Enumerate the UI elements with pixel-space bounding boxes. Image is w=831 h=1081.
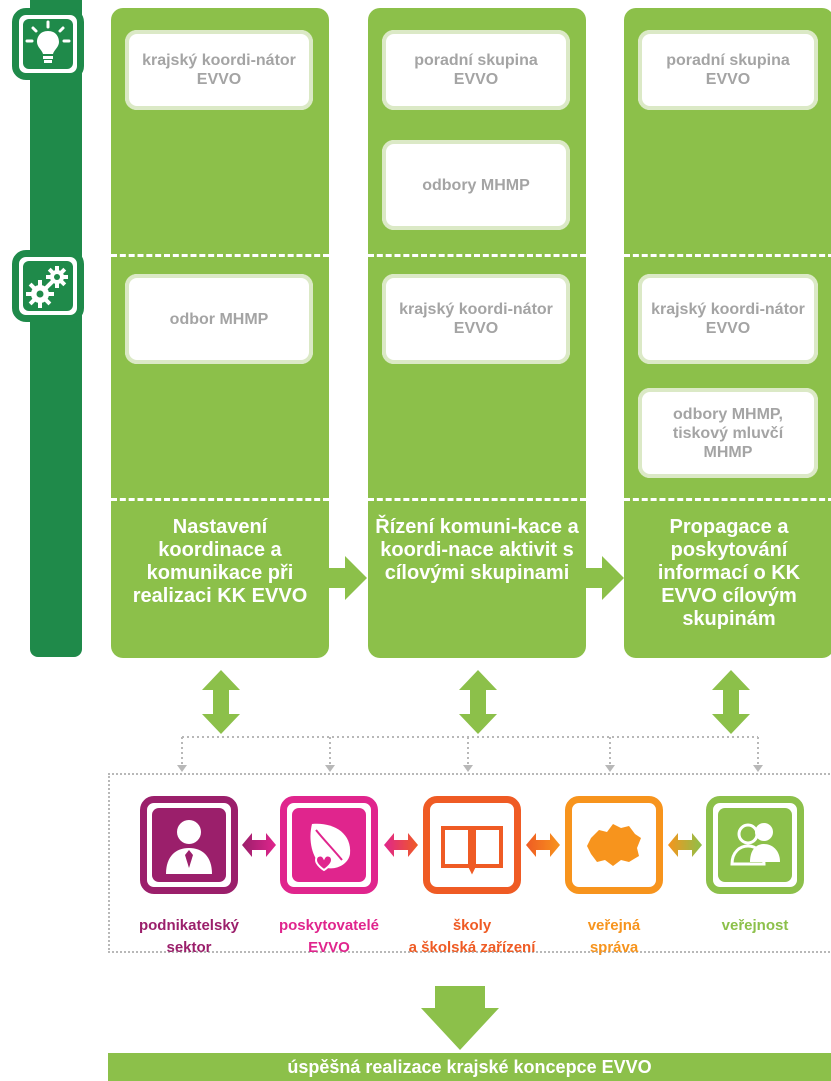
box-mhmp-departments: odbory MHMP — [382, 140, 570, 230]
box-mhmp-department: odbor MHMP — [125, 274, 313, 364]
lightbulb-icon — [12, 8, 84, 80]
people-icon — [706, 796, 804, 894]
box-advisory-group: poradní skupina EVVO — [382, 30, 570, 110]
box-regional-coordinator: krajský koordi-nátor EVVO — [638, 274, 818, 364]
box-mhmp-press: odbory MHMP, tiskový mluvčí MHMP — [638, 388, 818, 478]
column-title: Řízení komuni-kace a koordi-nace aktivit… — [375, 516, 579, 584]
arrow-right-icon — [586, 556, 624, 600]
dashed-separator — [624, 254, 831, 257]
box-advisory-group: poradní skupina EVVO — [638, 30, 818, 110]
arrow-right-icon — [329, 556, 367, 600]
group-label-public: veřejnost — [721, 917, 789, 934]
double-arrow-icon — [712, 670, 750, 734]
bidirectional-arrow-icon — [668, 833, 702, 857]
open-book-icon — [423, 796, 521, 894]
bidirectional-arrow-icon — [526, 833, 560, 857]
bidirectional-arrow-icon — [242, 833, 276, 857]
phase-bar — [30, 0, 82, 657]
column-title: Propagace a poskytování informací o KK E… — [657, 516, 801, 630]
target-groups-frame — [108, 773, 831, 953]
box-regional-coordinator: krajský koordi-nátor EVVO — [125, 30, 313, 110]
gears-icon — [12, 250, 84, 322]
box-regional-coordinator: krajský koordi-nátor EVVO — [382, 274, 570, 364]
double-arrow-icon — [459, 670, 497, 734]
dashed-separator — [111, 498, 329, 501]
column-communication-management: poradní skupina EVVO odbory MHMP krajský… — [368, 8, 586, 658]
bidirectional-arrow-icon — [384, 833, 418, 857]
double-arrow-icon — [202, 670, 240, 734]
distribution-lines — [177, 736, 763, 772]
dashed-separator — [624, 498, 831, 501]
column-promotion: poradní skupina EVVO krajský koordi-náto… — [624, 8, 831, 658]
region-map-icon — [565, 796, 663, 894]
dashed-separator — [368, 254, 586, 257]
column-coordination-setup: krajský koordi-nátor EVVO odbor MHMP Nas… — [111, 8, 329, 658]
dashed-separator — [368, 498, 586, 501]
dashed-separator — [111, 254, 329, 257]
column-title: Nastavení koordinace a komunikace při re… — [132, 516, 308, 607]
result-banner: úspěšná realizace krajské koncepce EVVO — [108, 1053, 831, 1081]
businessman-icon — [140, 796, 238, 894]
arrow-down-icon — [421, 986, 499, 1050]
leaf-heart-icon — [280, 796, 378, 894]
